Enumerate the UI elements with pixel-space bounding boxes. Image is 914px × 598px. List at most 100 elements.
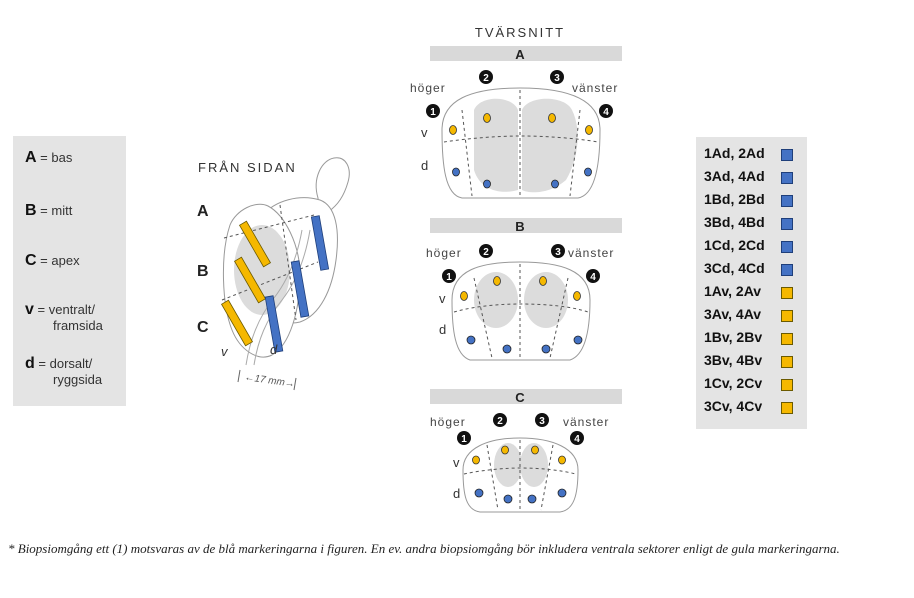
section-c-div-4 (540, 444, 554, 511)
section-c-left: vänster (563, 415, 609, 429)
section-b-tz-right (474, 272, 518, 328)
yellow-bar-a (238, 220, 272, 268)
transition-zone (234, 225, 290, 315)
code-row: 1Bv, 2Bv (704, 329, 763, 345)
section-c-num-1: 1 (461, 434, 467, 445)
section-b-num-3-badge (551, 244, 565, 258)
section-c-right: höger (430, 415, 466, 429)
blue-swatch (781, 241, 793, 253)
section-a-tz-left (522, 98, 578, 193)
section-a-yellow-dot (449, 125, 457, 135)
legend-item-c: C = apex (25, 252, 80, 269)
section-c-tz-left (520, 443, 548, 487)
section-a-tz-right (474, 98, 518, 192)
section-b-blue-dot (466, 335, 476, 345)
section-a-yellow-dot (548, 113, 556, 123)
yellow-swatch (781, 310, 793, 322)
section-b-div-1 (473, 277, 493, 359)
section-c-blue-dot (503, 494, 513, 504)
section-c-num-3-badge (535, 413, 549, 427)
section-c-blue-dot (527, 494, 537, 504)
section-a: A höger vänster v d 1 2 3 4 (410, 46, 622, 199)
section-b-yellow-dot (539, 276, 547, 286)
urethra-wall (245, 229, 303, 366)
yellow-bar-c (220, 299, 254, 347)
code-row: 3Cv, 4Cv (704, 398, 763, 414)
section-b-num-3: 3 (555, 247, 561, 258)
code-row: 3Bv, 4Bv (704, 352, 763, 368)
code-row: 3Av, 4Av (704, 306, 762, 322)
yellow-swatch (781, 379, 793, 391)
section-a-blue-dot (584, 167, 592, 177)
section-b-left: vänster (568, 246, 614, 260)
section-b-v: v (439, 291, 446, 306)
division-b-c (221, 261, 319, 301)
footnote: * Biopsiomgång ett (1) motsvaras av de b… (8, 541, 840, 556)
section-b-num-4-badge (586, 269, 600, 283)
section-c-blue-dot (557, 488, 567, 498)
section-b-header (430, 218, 622, 233)
section-a-blue-dot (551, 179, 559, 189)
blue-bar-b (290, 260, 310, 318)
section-b-blue-dot (573, 335, 583, 345)
urethra (253, 229, 311, 366)
section-b-num-4: 4 (590, 272, 596, 283)
legend-item-b: B = mitt (25, 202, 73, 219)
section-b-blue-dot (502, 344, 512, 354)
section-a-vd-line (443, 135, 599, 143)
section-a-d: d (421, 158, 428, 173)
section-c-num-3: 3 (539, 416, 545, 427)
yellow-swatch (781, 287, 793, 299)
section-a-right: höger (410, 81, 446, 95)
section-a-num-1: 1 (430, 107, 436, 118)
section-a-num-2: 2 (483, 73, 489, 84)
blue-swatch (781, 218, 793, 230)
section-a-yellow-dot (585, 125, 593, 135)
section-c-yellow-dot (531, 445, 539, 455)
blue-swatch (781, 195, 793, 207)
legend-box: A = bas B = mitt C = apex v = ventralt/ … (13, 136, 126, 406)
section-a-num-3-badge (550, 70, 564, 84)
blue-swatch (781, 172, 793, 184)
section-b-blue-dot (541, 344, 551, 354)
legend-item-a: A = bas (25, 149, 73, 166)
side-label-a: A (197, 203, 209, 220)
section-b-tz-left (524, 272, 568, 328)
section-c-yellow-dot (472, 455, 480, 465)
section-a-div-1 (461, 109, 473, 197)
section-c-d: d (453, 486, 460, 501)
section-b-right: höger (426, 246, 462, 260)
code-row: 3Ad, 4Ad (704, 168, 765, 184)
measure-tick-left (237, 369, 241, 383)
side-label-b: B (197, 263, 209, 280)
section-a-num-1-badge (426, 104, 440, 118)
code-row: 1Bd, 2Bd (704, 191, 765, 207)
measure-label: ←17 mm→ (244, 372, 296, 390)
section-c-div-1 (486, 444, 499, 511)
section-a-blue-dot (483, 179, 491, 189)
section-c: C höger vänster v d 1 2 3 4 (430, 389, 622, 513)
section-b: B höger vänster v d 1 2 3 4 (426, 218, 622, 361)
section-a-num-2-badge (479, 70, 493, 84)
section-c-outline (462, 437, 579, 513)
section-b-vd-line (453, 303, 589, 313)
section-b-yellow-dot (573, 291, 581, 301)
section-c-yellow-dot (501, 445, 509, 455)
section-b-num-1-badge (442, 269, 456, 283)
measure-tick-right (293, 377, 297, 391)
section-c-vd-line (463, 467, 577, 475)
division-v-d (279, 204, 297, 321)
section-b-num-1: 1 (446, 272, 452, 283)
section-c-header (430, 389, 622, 404)
yellow-swatch (781, 402, 793, 414)
section-c-num-4-badge (570, 431, 584, 445)
section-a-header (430, 46, 622, 61)
section-c-num-1-badge (457, 431, 471, 445)
code-row: 1Cv, 2Cv (704, 375, 763, 391)
code-row: 3Bd, 4Bd (704, 214, 765, 230)
side-view-title: FRÅN SIDAN (198, 160, 297, 175)
sample-codes-box: 1Ad, 2Ad 3Ad, 4Ad 1Bd, 2Bd 3Bd, 4Bd 1Cd,… (696, 137, 807, 429)
section-a-v: v (421, 125, 428, 140)
code-row: 1Cd, 2Cd (704, 237, 765, 253)
